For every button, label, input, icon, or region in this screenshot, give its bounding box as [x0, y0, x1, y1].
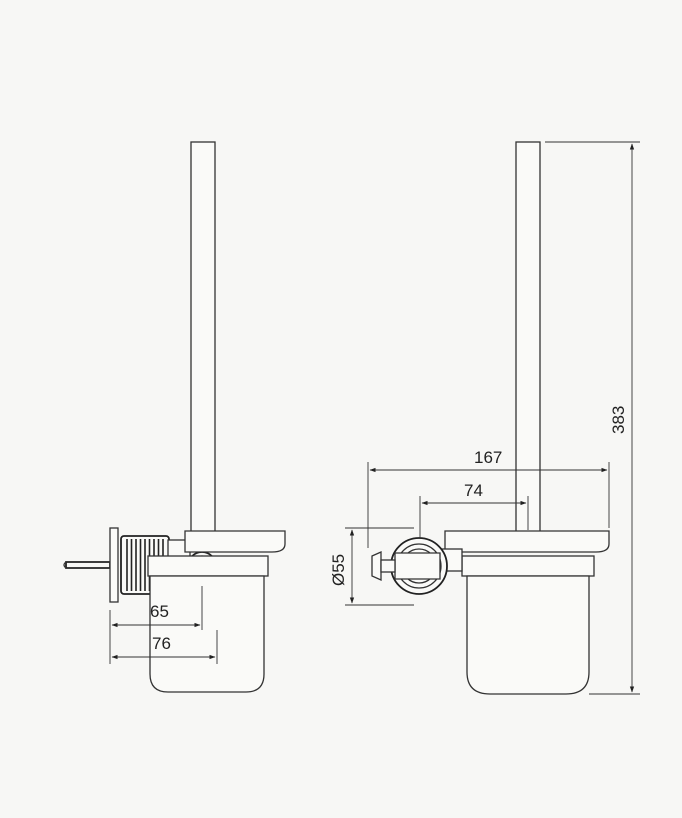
side-cup	[149, 575, 265, 693]
side-view: 65 76	[63, 141, 286, 693]
front-collar	[461, 555, 595, 577]
dim-label-diameter: Ø55	[329, 554, 348, 586]
side-collar	[147, 555, 269, 577]
dim-label-74: 74	[464, 481, 483, 500]
front-knob-stem	[380, 559, 396, 573]
front-lid	[444, 530, 610, 553]
front-cup	[466, 575, 590, 695]
side-lid	[184, 530, 286, 553]
wall-screw	[63, 561, 111, 569]
wall-flange	[109, 527, 119, 603]
side-brush-handle	[190, 141, 216, 533]
front-brush-handle	[515, 141, 541, 533]
front-holder-loop	[394, 552, 441, 580]
dim-label-65: 65	[150, 602, 169, 621]
front-view: 167 74 Ø55 383	[329, 141, 640, 695]
dim-label-167: 167	[474, 448, 502, 467]
dim-label-76: 76	[152, 634, 171, 653]
dim-label-383: 383	[609, 406, 628, 434]
front-knob	[371, 550, 382, 582]
